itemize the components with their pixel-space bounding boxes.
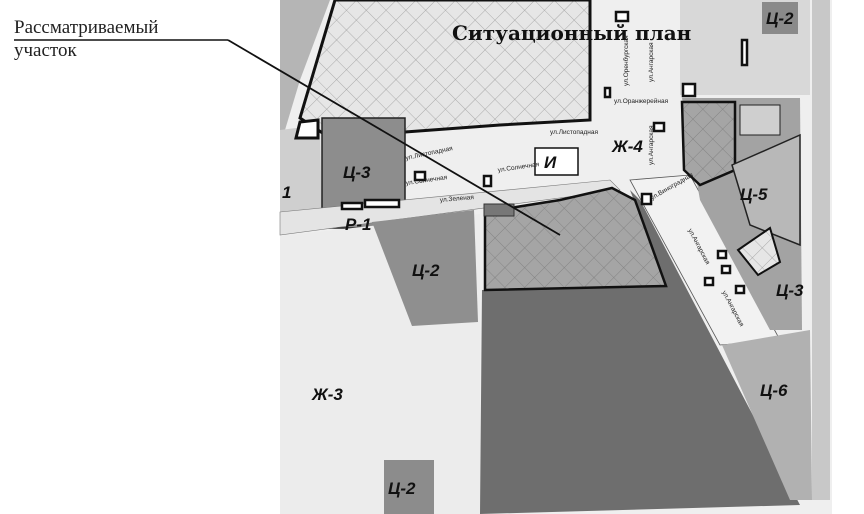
callout-line-1: Рассматриваемый [14,17,159,38]
zone-label-c2-mid: Ц-2 [412,261,440,280]
triangle-building [294,118,320,140]
subject-site [483,186,668,292]
zone-label-i: И [544,153,557,172]
zone-hatched-right [680,100,737,187]
street-label: ул.Ангарская [648,125,655,165]
zone-label-c2-top: Ц-2 [766,9,794,28]
zone-label-zh3: Ж-3 [311,385,343,404]
zone-c6 [722,330,812,500]
callout-line-2: участок [14,40,77,61]
zone-left-edge [280,125,322,230]
zone-c5-inner [731,133,801,247]
street-label: ул.Оренбургская [622,35,630,86]
zone-label-p1: Р-1 [345,215,371,234]
zone-label-c6: Ц-6 [760,381,788,400]
building-top-right [739,104,781,136]
zone-dark-large [480,190,800,514]
street-label: ул.Листопадная [550,129,599,136]
zone-right-strip [812,0,830,500]
subject-site-callout: Рассматриваемый участок [14,16,158,62]
building-i [534,147,579,176]
zone-label-partial: 1 [282,183,291,202]
zone-c2-mid [372,210,478,326]
callout-leader-line [227,39,561,236]
street-label: ул.Зеленая [440,194,475,204]
zone-c2-top-block [762,2,798,34]
zone-label-c2-bottom: Ц-2 [388,479,416,498]
zone-label-c3-right: Ц-3 [776,281,804,300]
zone-hatched-small [736,226,782,277]
map-title: Ситуационный план [452,21,691,45]
small-buildings [340,10,749,295]
zone-label-c3: Ц-3 [343,163,371,182]
zone-c2-bottom [384,460,434,514]
site-corner-block [483,203,515,217]
street-label: ул.Оранжерейная [614,97,669,105]
zone-label-zh4: Ж-4 [611,137,643,156]
zone-label-c5: Ц-5 [740,185,768,204]
road-zelenaya [279,179,621,236]
zone-left-strip [280,0,330,130]
street-label: ул.Ангарская [648,42,655,82]
